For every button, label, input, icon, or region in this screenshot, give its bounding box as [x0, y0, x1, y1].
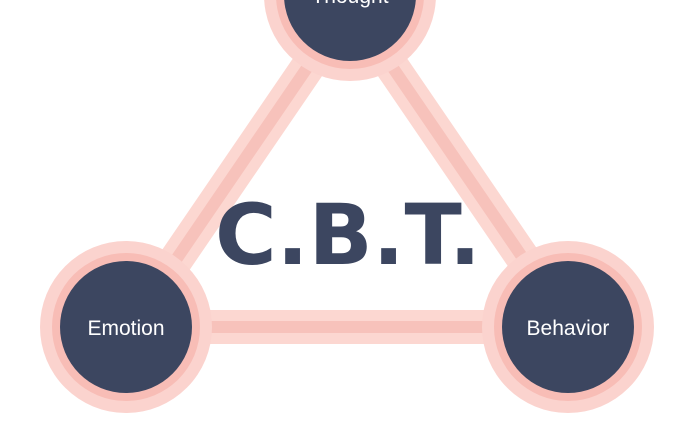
node-thought: Thought [264, 0, 436, 81]
node-emotion: Emotion [40, 241, 212, 413]
triangle-edge-inner [124, 0, 576, 333]
node-emotion-circle [60, 261, 192, 393]
node-thought-label: Thought [311, 0, 388, 8]
node-behavior-circle [502, 261, 634, 393]
node-thought-circle [284, 0, 416, 61]
triangle-edges [113, 0, 587, 344]
node-emotion-label: Emotion [87, 317, 164, 340]
center-title: C.B.T. [215, 186, 481, 284]
node-behavior-label: Behavior [527, 317, 610, 340]
node-behavior: Behavior [482, 241, 654, 413]
